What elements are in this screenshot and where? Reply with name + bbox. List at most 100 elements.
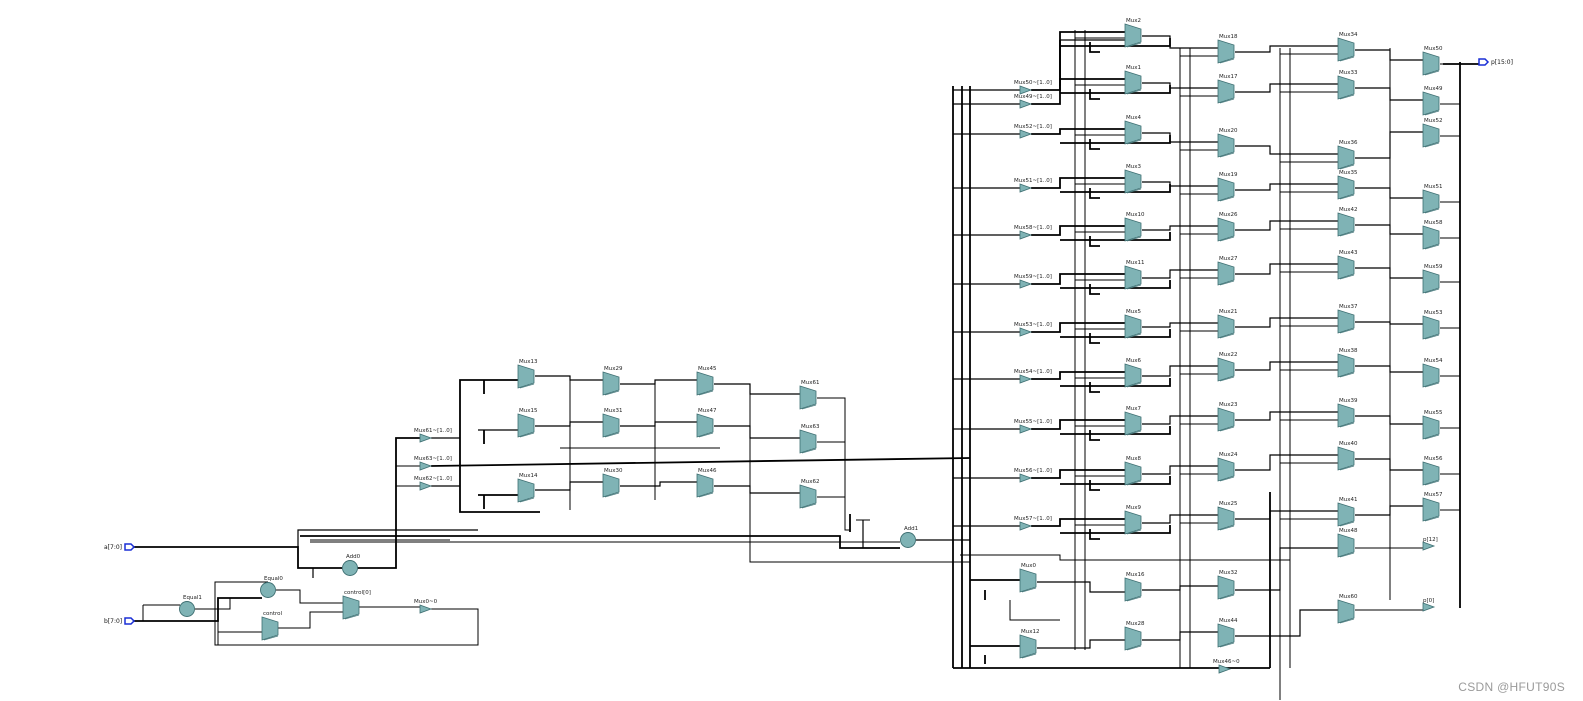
mux-cell: [799, 385, 817, 410]
buffer-cell: [419, 604, 433, 614]
mux-cell: [517, 413, 535, 438]
mux-label: Mux13: [519, 359, 538, 365]
mux-label: Mux41: [1339, 497, 1358, 503]
wire: [1235, 411, 1338, 421]
buffer-label: Mux50~[1..0]: [1014, 80, 1052, 86]
wire: [714, 383, 800, 395]
mux-edge: [1339, 274, 1355, 280]
wire: [1355, 458, 1423, 471]
mux-edge: [519, 432, 535, 438]
wire: [1089, 42, 1100, 53]
mux-cell: [1337, 599, 1355, 624]
wire: [1031, 128, 1125, 135]
mux-label: Mux49: [1424, 86, 1443, 92]
mux-edge: [1126, 139, 1142, 145]
mux-edge: [604, 390, 620, 396]
wire: [620, 379, 697, 385]
mux-cell: [799, 484, 817, 509]
mux-label: control: [263, 611, 283, 617]
mux-cell: [1124, 314, 1142, 339]
wire: [297, 529, 478, 547]
mux-edge: [1219, 333, 1235, 339]
input-port-icon: [124, 617, 136, 625]
mux-label: Mux46: [698, 468, 717, 474]
mux-edge: [1219, 525, 1235, 531]
mux-edge: [1219, 152, 1235, 158]
buffer-label: Mux53~[1..0]: [1014, 322, 1052, 328]
mux-cell: [1337, 255, 1355, 280]
wire: [1060, 378, 1171, 387]
mux-label: Mux5: [1126, 309, 1141, 315]
wire: [459, 395, 540, 513]
mux-cell: [1217, 623, 1235, 648]
mux-edge: [1126, 284, 1142, 290]
buffer-label: Mux54~[1..0]: [1014, 369, 1052, 375]
mux-edge: [698, 492, 714, 498]
buffer-label: Mux52~[1..0]: [1014, 124, 1052, 130]
operator-label: Equal1: [183, 595, 202, 601]
mux-edge: [1219, 376, 1235, 382]
mux-cell: [1124, 411, 1142, 436]
buffer-cell: [1019, 279, 1033, 289]
mux-edge: [1126, 382, 1142, 388]
wire: [134, 546, 342, 569]
mux-edge: [801, 448, 817, 454]
wire: [1142, 631, 1218, 641]
mux-edge: [1424, 480, 1440, 486]
mux-label: Mux53: [1424, 310, 1443, 316]
wire: [1089, 480, 1100, 491]
mux-cell: [342, 595, 360, 620]
wire: [1031, 78, 1125, 105]
mux-edge: [801, 404, 817, 410]
mux-cell: [1337, 403, 1355, 428]
mux-label: Mux28: [1126, 621, 1145, 627]
mux-edge: [1339, 372, 1355, 378]
wire: [1060, 85, 1171, 94]
wire: [1235, 317, 1338, 328]
wire: [1142, 322, 1218, 328]
mux-label: Mux54: [1424, 358, 1443, 364]
wire: [1235, 361, 1338, 371]
wire: [1235, 263, 1338, 275]
mux-cell: [1337, 75, 1355, 100]
wire: [1235, 454, 1338, 471]
mux-edge: [1424, 434, 1440, 440]
mux-label: Mux14: [519, 473, 538, 479]
wire: [1060, 476, 1171, 485]
wire: [1355, 49, 1423, 61]
mux-cell: [1422, 497, 1440, 522]
mux-edge: [1339, 94, 1355, 100]
mux-label: Mux61: [801, 380, 820, 386]
mux-edge: [1424, 70, 1440, 76]
mux-edge: [698, 432, 714, 438]
mux-edge: [1126, 188, 1142, 194]
mux-label: Mux18: [1219, 34, 1238, 40]
mux-label: Mux36: [1339, 140, 1358, 146]
wire: [1235, 510, 1338, 520]
wire: [1089, 89, 1100, 100]
mux-label: Mux21: [1219, 309, 1238, 315]
mux-cell: [1422, 123, 1440, 148]
wire: [1235, 183, 1338, 191]
wire: [1142, 465, 1218, 475]
wire: [1089, 529, 1100, 540]
mux-label: Mux39: [1339, 398, 1358, 404]
mux-edge: [1219, 58, 1235, 64]
mux-cell: [696, 413, 714, 438]
wire: [1031, 322, 1125, 333]
mux-edge: [1424, 516, 1440, 522]
buffer-label: Mux57~[1..0]: [1014, 516, 1052, 522]
mux-edge: [1424, 142, 1440, 148]
mux-cell: [517, 478, 535, 503]
mux-label: Mux43: [1339, 250, 1358, 256]
buffer-cell: [1019, 183, 1033, 193]
mux-edge: [604, 492, 620, 498]
mux-cell: [1337, 37, 1355, 62]
wire: [1355, 321, 1423, 325]
wire: [1235, 547, 1338, 591]
wire: [1089, 284, 1100, 295]
mux-label: Mux50: [1424, 46, 1443, 52]
wire: [817, 397, 850, 531]
buffer-cell: [1019, 85, 1033, 95]
